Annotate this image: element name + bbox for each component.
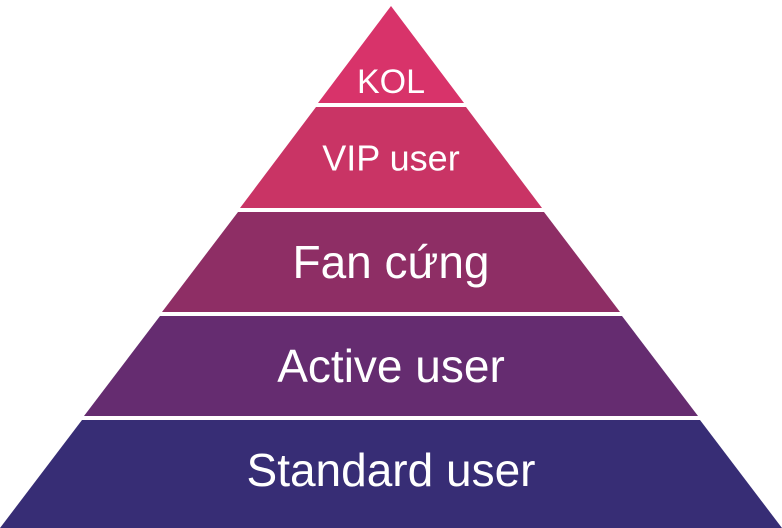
tier-fan-cung-shape — [162, 212, 620, 312]
tier-vip-user-label: VIP user — [322, 138, 459, 179]
tier-fan-cung-label: Fan cứng — [292, 236, 489, 288]
tier-standard-user-label: Standard user — [247, 444, 536, 496]
tier-active-user-shape — [84, 316, 698, 416]
tier-standard-user-shape — [0, 420, 782, 528]
tier-active-user-label: Active user — [277, 340, 505, 392]
tier-kol-label: KOL — [357, 63, 425, 101]
tier-vip-user-shape — [240, 107, 542, 208]
tier-kol-shape — [318, 6, 464, 103]
